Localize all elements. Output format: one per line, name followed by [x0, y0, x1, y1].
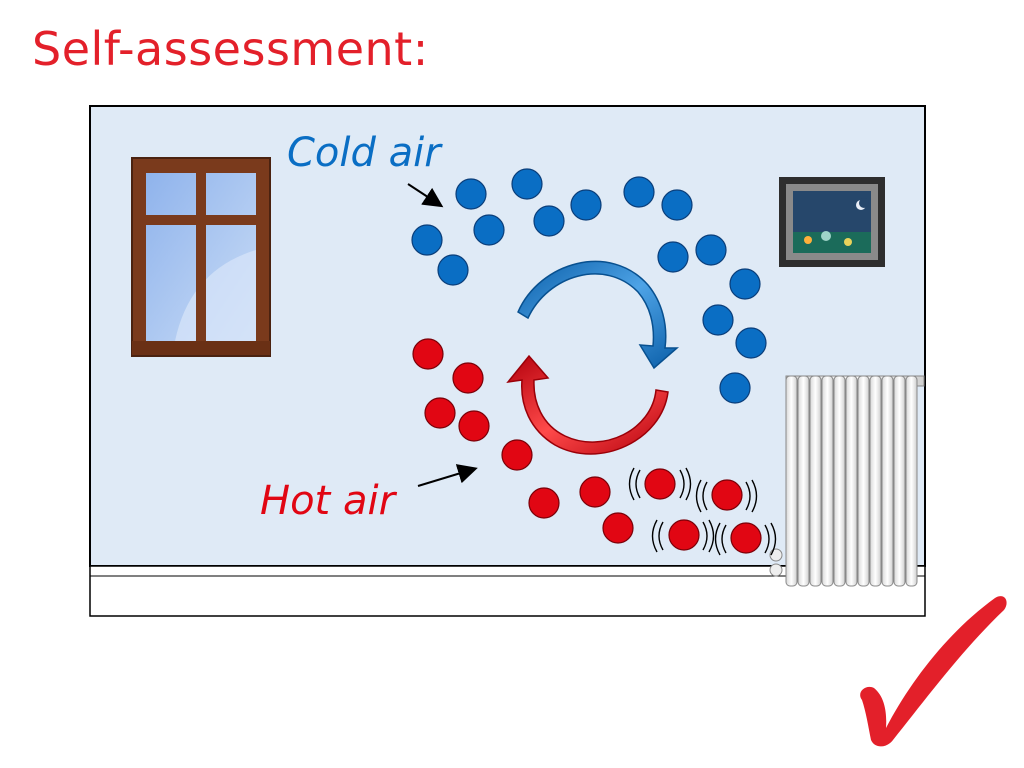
cold-air-particles [411, 168, 767, 404]
cold-air-particle [702, 304, 734, 336]
hot-air-particle [602, 512, 634, 544]
hot-air-particle [579, 476, 611, 508]
cold-air-particle [695, 234, 727, 266]
hot-air-particle [424, 397, 456, 429]
picture-frame-icon [779, 177, 885, 267]
cold-air-particle [570, 189, 602, 221]
vibration-marks [628, 467, 777, 556]
convection-arrow-icon [517, 260, 680, 370]
hot-air-particle [644, 468, 676, 500]
cold-air-particle [729, 268, 761, 300]
hot-air-particle [458, 410, 490, 442]
hot-air-label: Hot air [260, 478, 398, 524]
cold-air-particle [719, 372, 751, 404]
cold-air-particle [533, 205, 565, 237]
hot-air-particles [412, 338, 762, 554]
hot-air-particle [528, 487, 560, 519]
hot-air-particle [412, 338, 444, 370]
checkmark-icon [860, 596, 1007, 747]
hot-air-particle [501, 439, 533, 471]
page-title: Self-assessment: [32, 22, 429, 76]
cold-air-particle [623, 176, 655, 208]
hot-air-particle [711, 479, 743, 511]
hot-air-pointer [417, 464, 478, 487]
hot-air-particle [668, 519, 700, 551]
cold-air-particle [511, 168, 543, 200]
cold-air-particle [735, 327, 767, 359]
cold-air-pointer [407, 183, 444, 208]
radiator-icon [769, 375, 925, 587]
cold-air-particle [473, 214, 505, 246]
convection-arrow-icon [506, 354, 669, 455]
cold-air-particle [657, 241, 689, 273]
hot-air-particle [452, 362, 484, 394]
cold-air-label: Cold air [287, 130, 443, 176]
cold-air-particle [455, 178, 487, 210]
cold-air-particle [661, 189, 693, 221]
cold-air-particle [411, 224, 443, 256]
cold-air-particle [437, 254, 469, 286]
window-icon [131, 157, 271, 357]
hot-air-particle [730, 522, 762, 554]
